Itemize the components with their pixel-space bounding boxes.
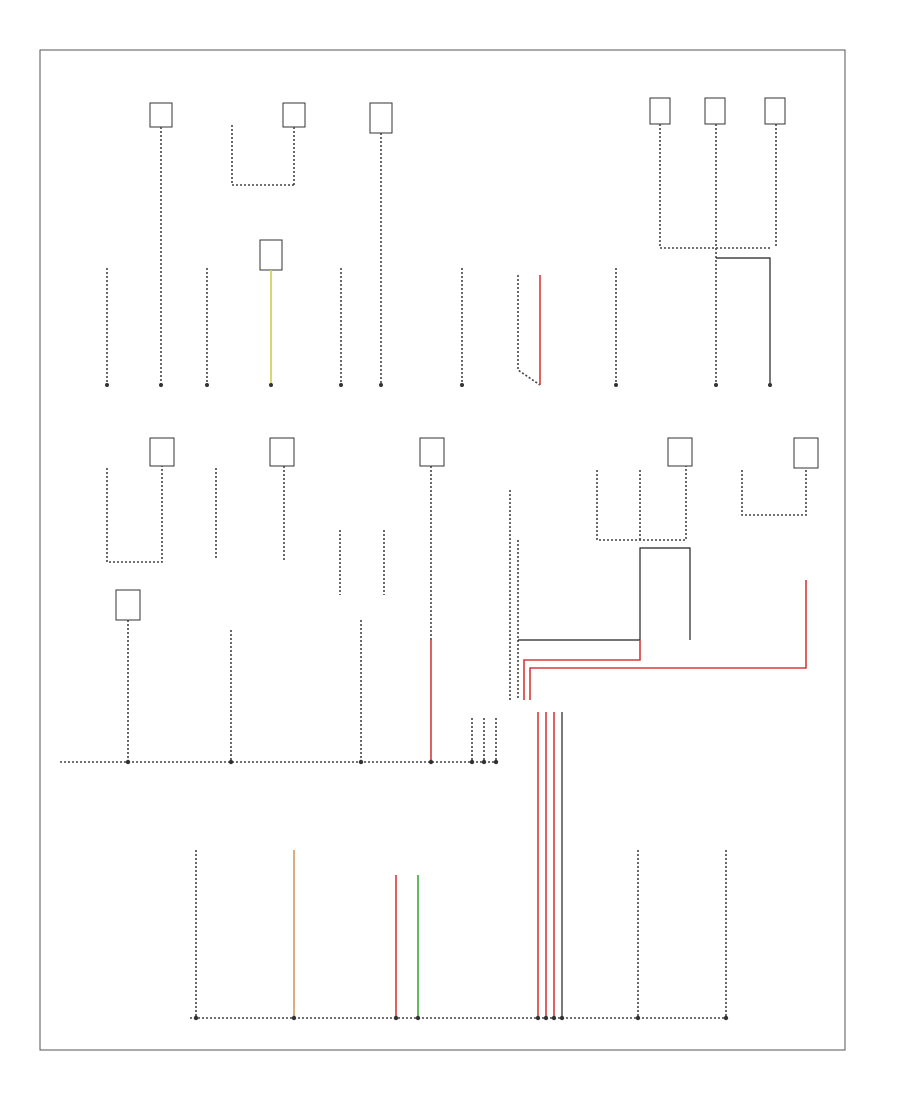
ground-bus-lower [190, 1015, 730, 1021]
top-right-component-1 [649, 97, 770, 249]
row2-ground-5 [614, 268, 618, 387]
row2-module-yellow [259, 239, 283, 387]
row3-switches [339, 530, 385, 595]
row2-ground-3 [339, 268, 343, 387]
top-component-3 [282, 102, 306, 185]
top-component-2 [231, 125, 295, 186]
row3-module-2 [269, 437, 295, 560]
trunk-red [537, 712, 563, 1018]
row3-module-red [419, 437, 445, 762]
ground-bus-upper [60, 718, 500, 765]
bottom-ground-red-green [395, 875, 419, 1018]
row3-far-right-red [523, 437, 819, 700]
row2-ground-2 [205, 268, 209, 387]
top-right-component-3 [716, 97, 786, 387]
row3-right-group [596, 437, 693, 541]
row2-connector-red [517, 275, 541, 386]
row3-loop-1 [106, 437, 175, 563]
diagram-frame [39, 49, 846, 1051]
row2-ground-1 [105, 268, 109, 387]
top-right-component-2 [704, 97, 726, 387]
top-component-1 [149, 102, 173, 387]
row3-center-bundle [509, 490, 691, 700]
row2-ground-4 [460, 268, 464, 387]
top-component-4 [369, 102, 393, 387]
lower-module-left [115, 589, 141, 762]
